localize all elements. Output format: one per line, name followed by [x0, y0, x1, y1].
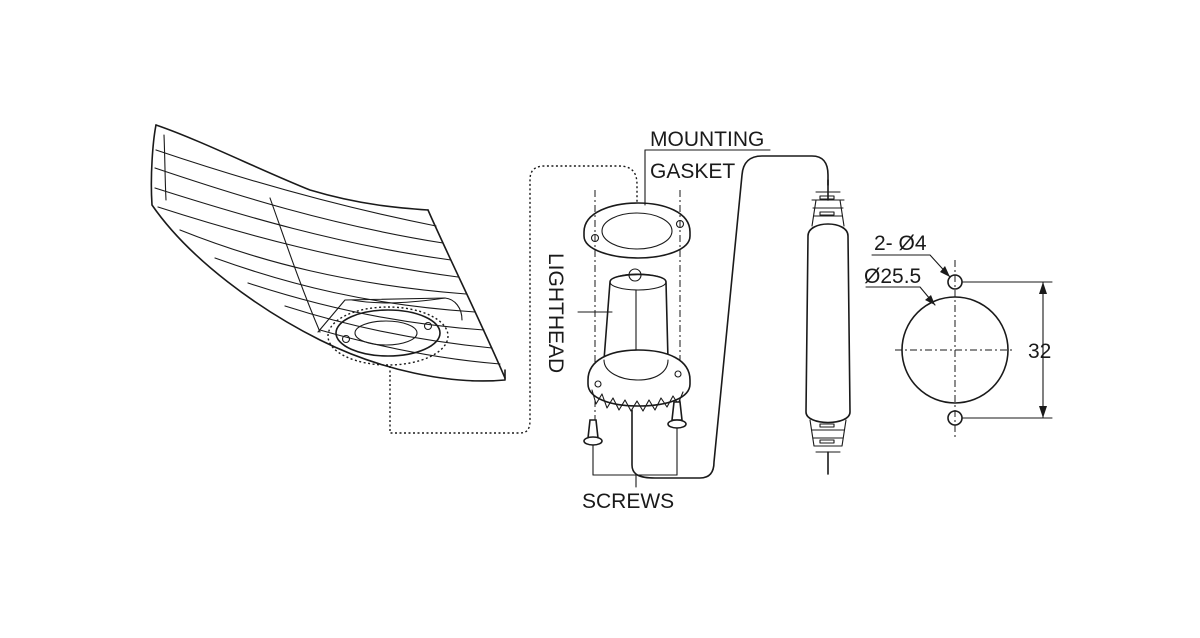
spacing-dimension: 32: [1028, 340, 1051, 363]
gasket-label: GASKET: [650, 160, 735, 183]
mounting-label: MOUNTING: [650, 128, 764, 151]
cutout-template: [865, 254, 1053, 440]
screw-right: [667, 401, 687, 476]
lighthead-label: LIGHTHEAD: [544, 253, 567, 373]
screws-label: SCREWS: [582, 490, 674, 513]
boat-hull: [150, 124, 506, 382]
diameter-dimension: Ø25.5: [864, 265, 921, 288]
connector-dotted: [389, 165, 638, 434]
lighthead-body: [587, 268, 691, 412]
cable: [631, 155, 829, 479]
cable-connector: [805, 179, 851, 475]
holes-dimension: 2- Ø4: [874, 232, 927, 255]
screw-left: [583, 419, 603, 476]
